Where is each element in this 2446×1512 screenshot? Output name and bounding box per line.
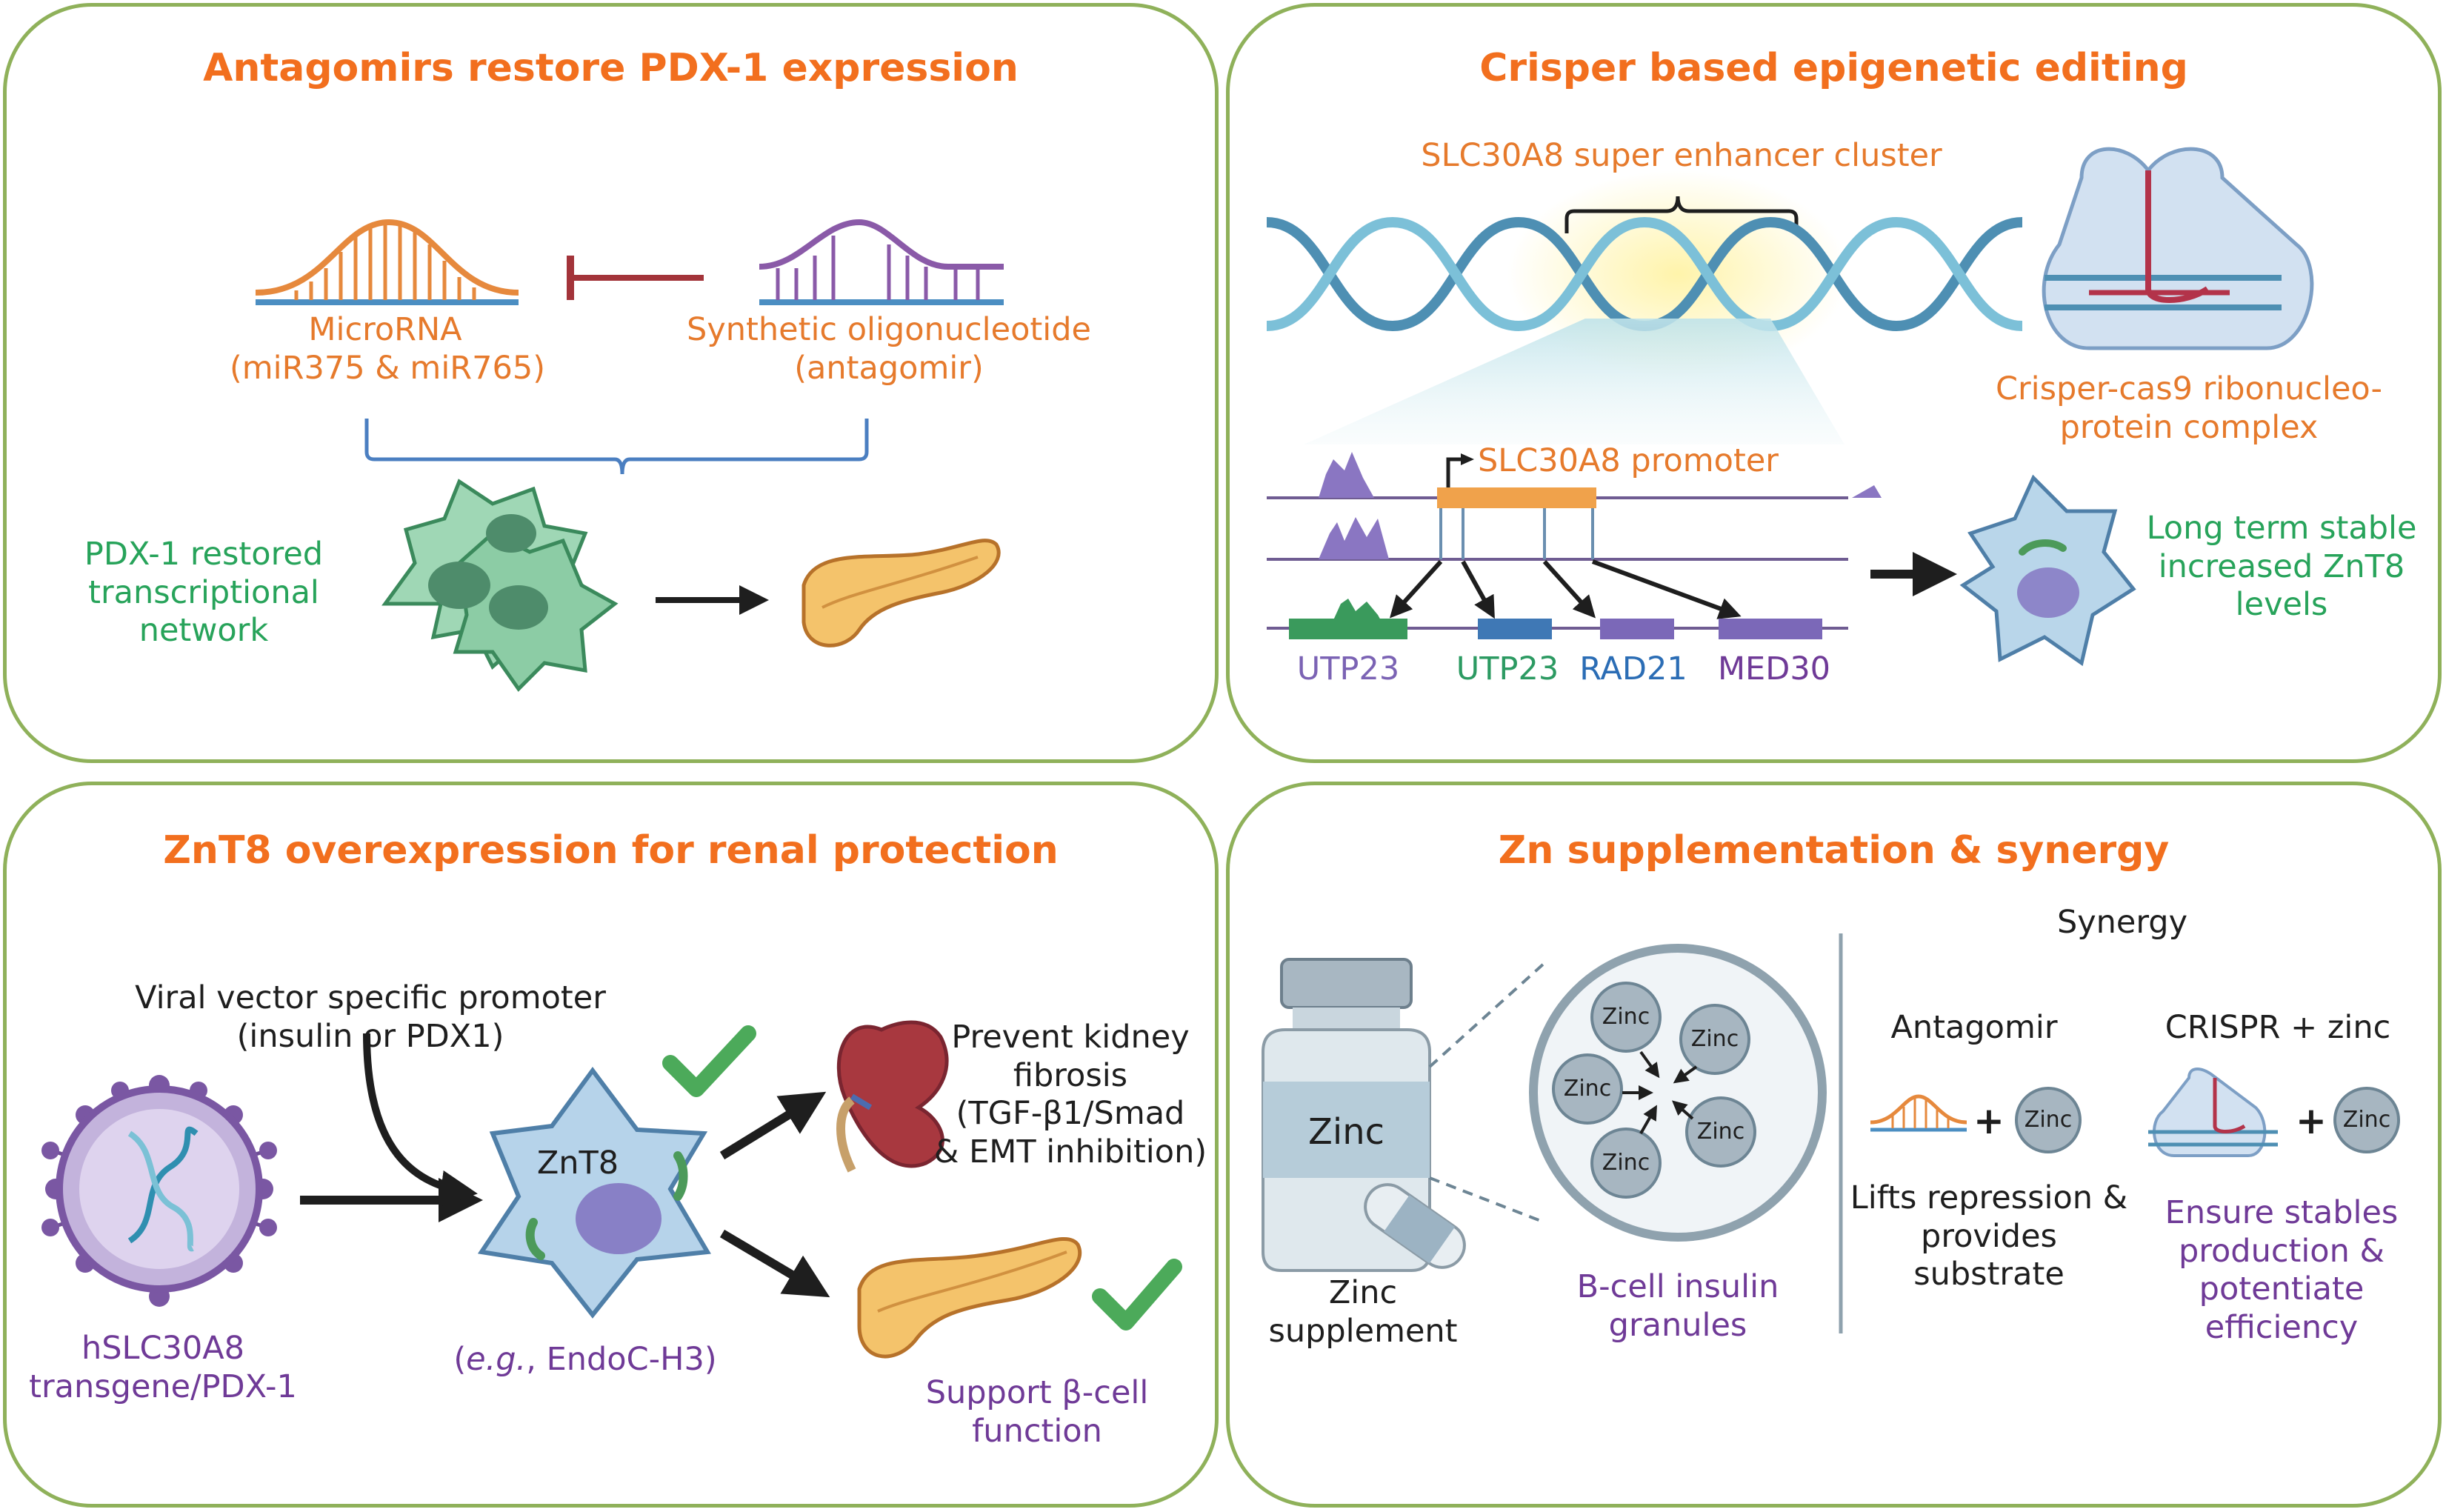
antagomirs-title: Antagomirs restore PDX-1 expression — [203, 46, 1019, 90]
gene-label-rad21: RAD21 — [1579, 650, 1687, 687]
supplement-label: Zinc supplement — [1268, 1274, 1458, 1350]
znt8-cell-icon — [1959, 474, 2136, 667]
check-icon — [662, 1025, 756, 1097]
panel-crispr — [1226, 3, 2442, 763]
gene-label-utp23-b: UTP23 — [1456, 650, 1559, 687]
zinc-circle-label-2: Zinc — [2342, 1107, 2391, 1133]
check-icon-beta — [1092, 1259, 1182, 1331]
enhancer-label: SLC30A8 super enhancer cluster — [1421, 137, 1942, 174]
arrow-promoter-curve — [363, 1033, 478, 1208]
bracket-enhancer — [1564, 196, 1799, 233]
gene-label-utp23-a: UTP23 — [1296, 650, 1400, 687]
pancreas-icon — [802, 539, 1001, 647]
antagomir-effect: Lifts repression & provides substrate — [1850, 1179, 2128, 1293]
endoc-cell-icon — [477, 1066, 711, 1319]
pancreas-icon-znt8 — [857, 1237, 1082, 1359]
kidney-icon — [836, 1020, 949, 1173]
microrna-icon — [255, 219, 519, 305]
cell-example-italic: e.g. — [466, 1341, 527, 1378]
zinc-circle-icon — [2015, 1087, 2082, 1153]
plus-icon-2: + — [2296, 1099, 2327, 1142]
granule-zinc-4: Zinc — [1696, 1119, 1745, 1145]
zinc-circle-icon-2 — [2333, 1087, 2400, 1153]
viral-vector-icon — [41, 1075, 277, 1307]
cas9-label: Crisper-cas9 ribonucleo- protein complex — [1995, 370, 2383, 446]
arrow-cell-to-kidney — [719, 1091, 827, 1160]
antagomir-label: Synthetic oligonucleotide (antagomir) — [687, 311, 1091, 387]
mini-cas9-icon — [2148, 1068, 2278, 1157]
pdx1-restored-label: PDX-1 restored transcriptional network — [84, 536, 324, 650]
granule-zinc-3: Zinc — [1563, 1076, 1612, 1102]
grouping-bracket — [364, 419, 869, 475]
antagomir-head: Antagomir — [1890, 1009, 2058, 1046]
capsule-icon — [1364, 1183, 1466, 1269]
inhibition-arrow — [567, 256, 704, 300]
cell-example-label: (e.g., EndoC-H3) — [453, 1341, 717, 1378]
plus-icon: + — [1973, 1099, 2005, 1142]
znt8-title: ZnT8 overexpression for renal protection — [163, 828, 1059, 873]
beta-cell-label: Support β-cell function — [925, 1374, 1149, 1450]
granules-label: B-cell insulin granules — [1576, 1268, 1779, 1344]
genome-tracks — [1267, 452, 1882, 639]
granule-icon — [1529, 944, 1827, 1242]
antagomir-icon — [759, 219, 1004, 305]
cas9-complex — [2042, 147, 2314, 350]
arrow-cell-to-pancreas — [719, 1229, 830, 1298]
cell-example-rest: , EndoC-H3) — [526, 1341, 717, 1378]
transgene-label: hSLC30A8 transgene/PDX-1 — [29, 1330, 297, 1405]
promoter-label: SLC30A8 promoter — [1478, 442, 1779, 479]
granule-zinc-2: Zinc — [1690, 1026, 1739, 1052]
gene-label-med30: MED30 — [1717, 650, 1831, 687]
microrna-label: MicroRNA (miR375 & miR765) — [230, 311, 545, 387]
zoom-cone — [1304, 319, 1845, 444]
crispr-title: Crisper based epigenetic editing — [1479, 46, 2188, 90]
outcome-label: Long term stable increased ZnT8 levels — [2146, 510, 2417, 624]
pdx1-cell-cluster — [381, 479, 619, 692]
panel-antagomirs — [3, 3, 1219, 763]
crispr-effect: Ensure stables production & potentiate e… — [2165, 1194, 2399, 1346]
mini-antagomir-icon — [1870, 1094, 1967, 1132]
granule-zinc-5: Zinc — [1602, 1150, 1650, 1176]
cell-znt8-label: ZnT8 — [536, 1145, 619, 1182]
bottle-label: Zinc — [1307, 1111, 1385, 1153]
synergy-label: Synergy — [2056, 904, 2188, 941]
crispr-head: CRISPR + zinc — [2165, 1009, 2391, 1046]
vector-label: Viral vector specific promoter (insulin … — [135, 979, 606, 1055]
zinc-title: Zn supplementation & synergy — [1498, 828, 2170, 873]
granule-zinc-1: Zinc — [1602, 1004, 1650, 1030]
magnifier-lines — [1428, 962, 1546, 1224]
zinc-circle-label-1: Zinc — [2024, 1107, 2073, 1133]
kidney-label: Prevent kidney fibrosis (TGF-β1/Smad & E… — [933, 1019, 1207, 1170]
